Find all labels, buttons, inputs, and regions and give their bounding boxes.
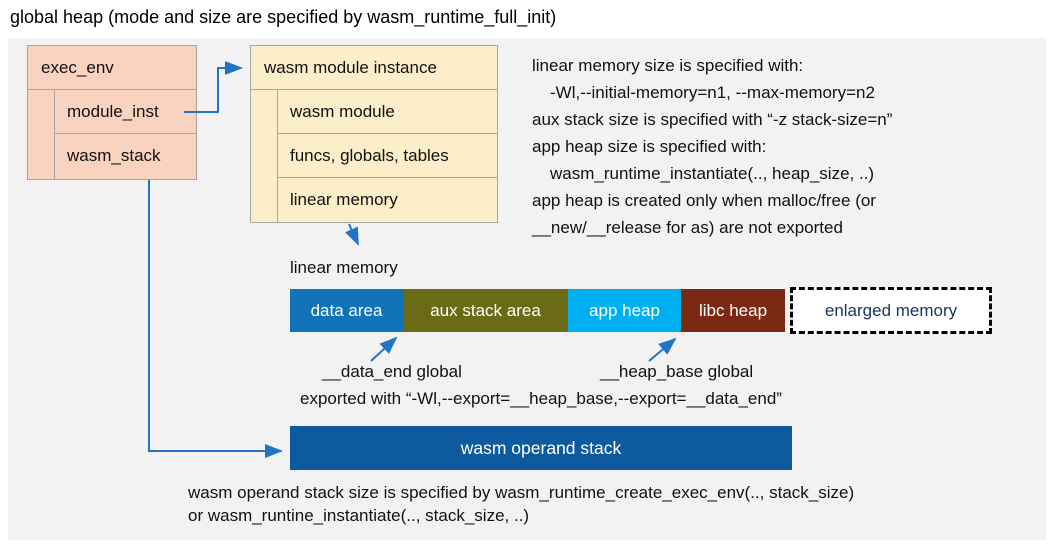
info-line: wasm_runtime_instantiate(.., heap_size, … bbox=[550, 164, 875, 183]
info-line: -Wl,--initial-memory=n1, --max-memory=n2 bbox=[550, 83, 875, 102]
segment-aux-stack-area: aux stack area bbox=[403, 289, 568, 332]
segment-app-heap: app heap bbox=[568, 289, 681, 332]
operand-stack-bar: wasm operand stack bbox=[290, 426, 792, 470]
exec-env-item-wasm-stack: wasm_stack bbox=[67, 146, 161, 165]
info-line: app heap size is specified with: bbox=[532, 137, 767, 156]
info-line: app heap is created only when malloc/fre… bbox=[532, 191, 876, 210]
enlarged-memory-box: enlarged memory bbox=[790, 287, 992, 334]
info-text: linear memory size is specified with: -W… bbox=[532, 52, 1037, 241]
exec-env-box: exec_env module_inst wasm_stack bbox=[27, 45, 197, 180]
exported-note: exported with “-Wl,--export=__heap_base,… bbox=[300, 389, 782, 408]
page-title: global heap (mode and size are specified… bbox=[10, 7, 557, 27]
data-end-global-label: __data_end global bbox=[322, 362, 462, 381]
segment-libc-heap: libc heap bbox=[681, 289, 785, 332]
exec-env-item-module-inst: module_inst bbox=[55, 90, 196, 134]
footer-line: wasm operand stack size is specified by … bbox=[188, 483, 855, 502]
module-instance-title: wasm module instance bbox=[251, 46, 497, 90]
segment-data-area: data area bbox=[290, 289, 403, 332]
module-instance-children: wasm module funcs, globals, tables linea… bbox=[277, 90, 497, 222]
info-line: __new/__release for as) are not exported bbox=[532, 218, 843, 237]
module-instance-item-funcs-globals-tables: funcs, globals, tables bbox=[278, 134, 497, 178]
exec-env-title: exec_env bbox=[28, 46, 196, 90]
info-line: linear memory size is specified with: bbox=[532, 56, 804, 75]
footer-text: wasm operand stack size is specified by … bbox=[188, 481, 854, 527]
heap-base-global-label: __heap_base global bbox=[600, 362, 754, 381]
module-instance-item-linear-memory: linear memory bbox=[290, 190, 398, 209]
module-instance-item-wasm-module: wasm module bbox=[278, 90, 497, 134]
info-line: aux stack size is specified with “-z sta… bbox=[532, 110, 893, 129]
linear-memory-label: linear memory bbox=[290, 258, 398, 277]
exec-env-children: module_inst wasm_stack bbox=[54, 90, 196, 179]
footer-line: or wasm_runtine_instantiate(.., stack_si… bbox=[188, 506, 530, 525]
module-instance-box: wasm module instance wasm module funcs, … bbox=[250, 45, 498, 223]
